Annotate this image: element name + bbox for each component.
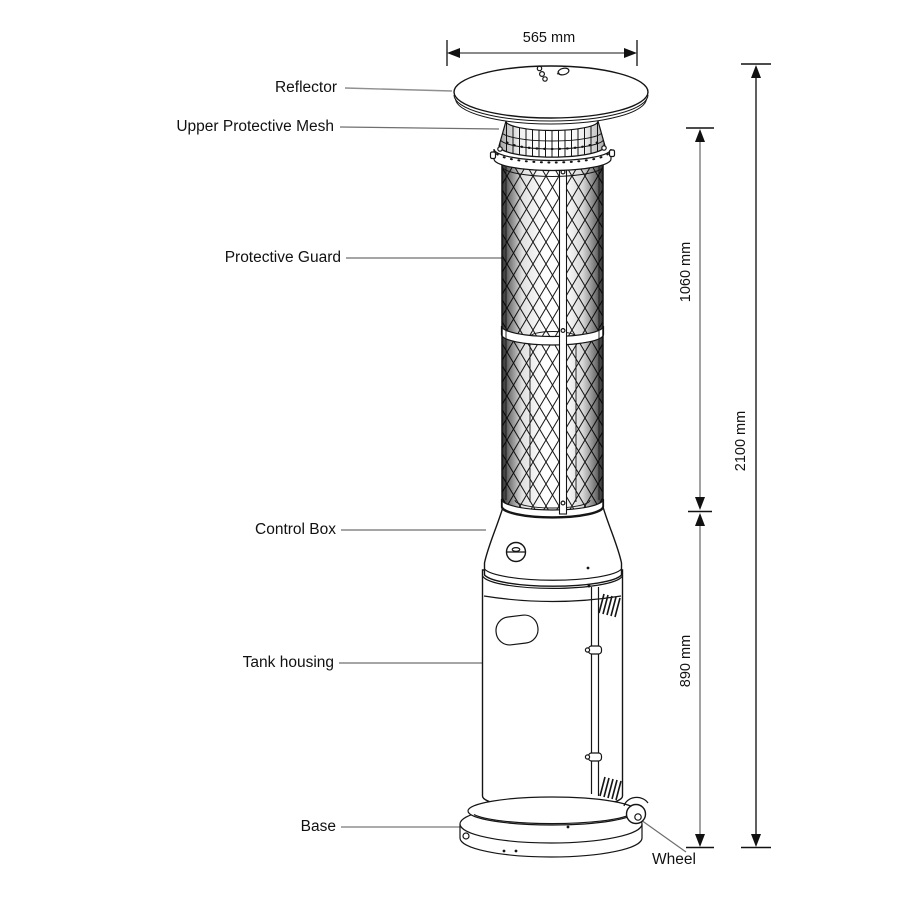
label-reflector: Reflector	[274, 79, 337, 96]
base-ring	[467, 796, 637, 826]
dimension-text-2100: 2100 mm	[733, 410, 749, 472]
door-hinge-bottom	[584, 752, 603, 762]
label-wheel: Wheel	[652, 851, 696, 868]
reflector-drawing	[453, 65, 649, 125]
dimension-text-890: 890 mm	[678, 634, 694, 688]
heater-drawing	[453, 65, 649, 858]
dimension-565	[446, 40, 638, 66]
leader-upper-mesh	[339, 126, 500, 130]
handle-cutout	[495, 614, 539, 646]
dimension-1060	[686, 127, 714, 513]
dimension-890	[686, 513, 714, 849]
dimension-text-565: 565 mm	[522, 30, 576, 46]
guard-top-ring	[489, 148, 616, 172]
dimension-2100	[741, 63, 771, 849]
vent-slots-bottom	[599, 776, 622, 801]
dimension-lines	[446, 40, 771, 849]
label-control-box: Control Box	[255, 521, 336, 538]
label-upper-mesh: Upper Protective Mesh	[176, 118, 334, 135]
door-hinge-top	[584, 645, 603, 655]
leader-lines	[339, 87, 687, 853]
label-tank-housing: Tank housing	[242, 654, 334, 671]
leader-reflector	[344, 87, 453, 92]
dimension-text-1060: 1060 mm	[678, 241, 694, 303]
vent-slots-top	[598, 593, 621, 618]
protective-guard-drawing	[500, 162, 605, 519]
base-drawing	[459, 796, 643, 858]
leader-wheel	[640, 819, 687, 853]
tank-housing-drawing	[481, 569, 624, 810]
label-protective-guard: Protective Guard	[224, 249, 341, 266]
guard-post	[558, 162, 568, 515]
control-box-drawing	[482, 505, 623, 589]
label-base: Base	[300, 818, 336, 835]
hanging-chain	[536, 65, 570, 82]
control-knob	[505, 541, 527, 563]
wheel-drawing	[623, 796, 649, 825]
